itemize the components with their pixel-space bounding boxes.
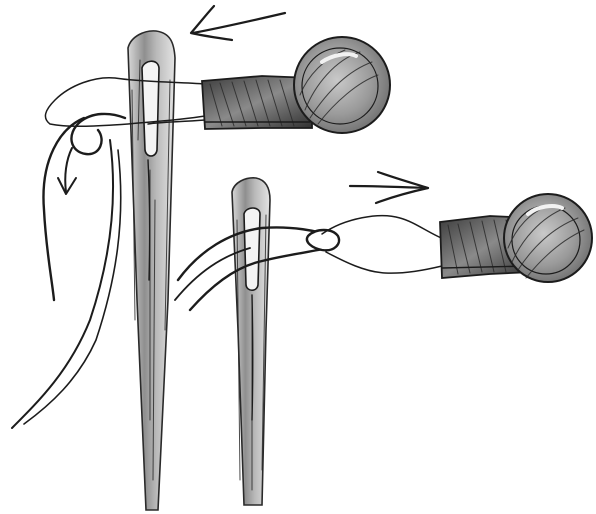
step-insert-group bbox=[12, 6, 390, 510]
threader-disc-2 bbox=[504, 194, 592, 282]
thread-tail-left bbox=[12, 114, 125, 428]
threader-wire-2 bbox=[322, 216, 446, 273]
right-arrow-icon bbox=[350, 172, 428, 203]
left-arrow-icon bbox=[191, 6, 285, 40]
threader-disc-1 bbox=[294, 37, 390, 133]
needle-large bbox=[128, 31, 175, 510]
step-pull-through-group bbox=[175, 172, 592, 505]
